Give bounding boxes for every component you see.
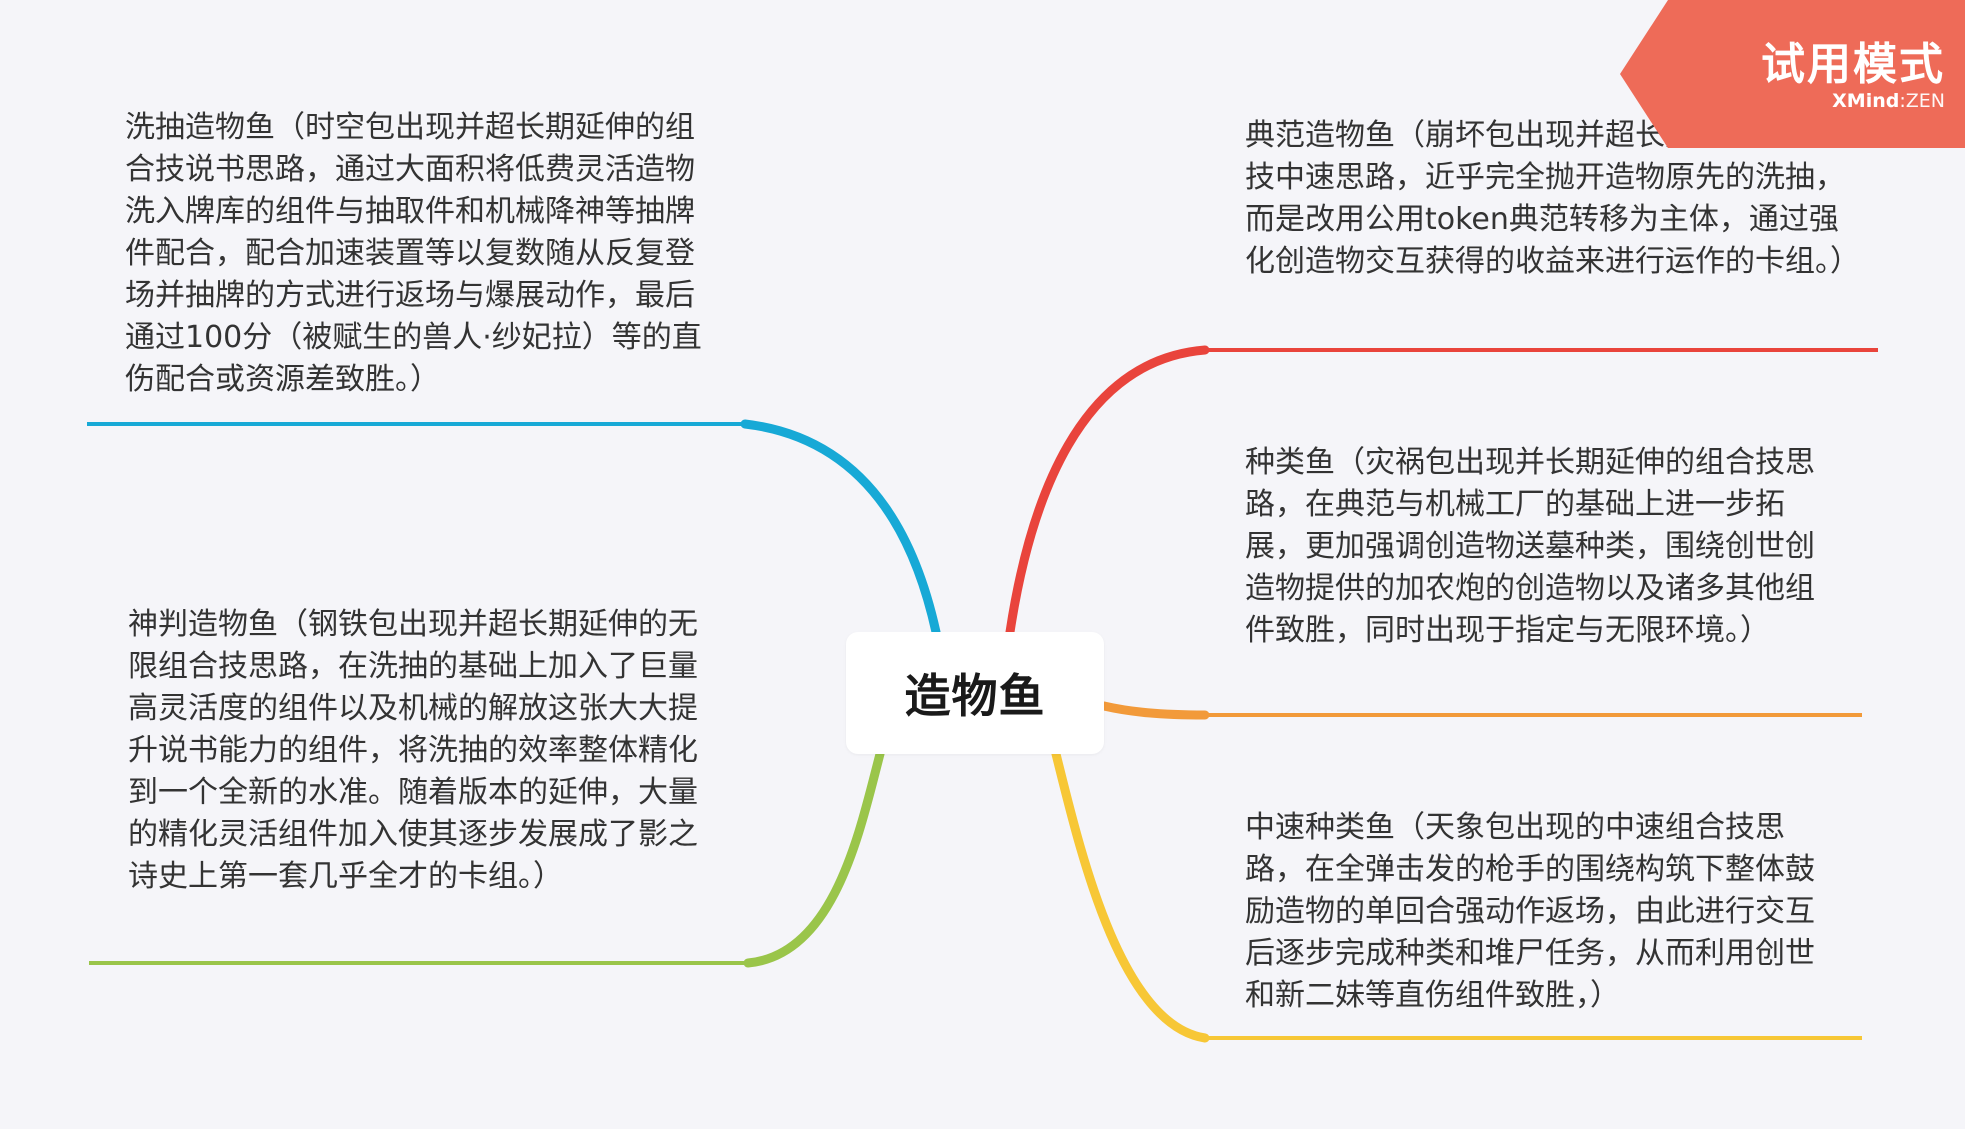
trial-mode-badge[interactable]: 试用模式 XMind:ZEN [1620,0,1965,148]
xmind-zen-logo: XMind:ZEN [1725,90,1945,112]
topic-right-3[interactable]: 中速种类鱼（天象包出现的中速组合技思路，在全弹击发的枪手的围绕构筑下整体鼓励造物… [1245,810,1815,1013]
topic-right-2[interactable]: 种类鱼（灾祸包出现并长期延伸的组合技思路，在典范与机械工厂的基础上进一步拓展，更… [1245,445,1815,648]
trial-mode-title: 试用模式 [1761,39,1945,90]
topic-left-bottom[interactable]: 神判造物鱼（钢铁包出现并超长期延伸的无限组合技思路，在洗抽的基础上加入了巨量高灵… [128,607,698,894]
branch-connector-right-1 [1005,345,1210,637]
topic-left-top[interactable]: 洗抽造物鱼（时空包出现并超长期延伸的组合技说书思路，通过大面积将低费灵活造物洗入… [125,110,702,397]
branch-connector-right-2 [1099,701,1210,720]
branch-connector-left-bottom [743,749,885,968]
central-topic-label: 造物鱼 [904,669,1046,723]
trial-badge-shape [1620,0,1965,148]
central-topic[interactable]: 造物鱼 [846,632,1104,754]
brand-separator: : [1899,90,1906,112]
brand-main: XMind [1832,90,1900,112]
branch-connector-left-top [740,419,941,637]
brand-suffix: ZEN [1905,90,1945,112]
branch-connector-right-3 [1051,749,1210,1043]
